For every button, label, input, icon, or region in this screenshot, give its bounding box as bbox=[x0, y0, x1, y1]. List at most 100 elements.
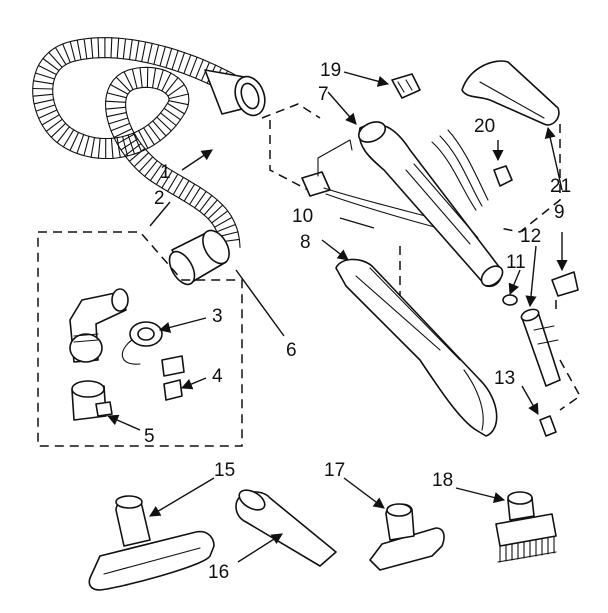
callout-21: 21 bbox=[550, 176, 571, 197]
hose-rib bbox=[171, 49, 179, 71]
hose-rib bbox=[155, 166, 168, 186]
hose-rib bbox=[105, 100, 127, 103]
hose-rib bbox=[62, 129, 75, 148]
hose-rib bbox=[106, 92, 127, 99]
callout-16: 16 bbox=[208, 562, 229, 583]
latch-part bbox=[161, 355, 185, 401]
hose-edge bbox=[32, 37, 244, 249]
callout-6: 6 bbox=[286, 340, 297, 361]
hose-rib bbox=[128, 39, 133, 61]
hose-cuff-bottom bbox=[168, 229, 230, 286]
hose-rib bbox=[90, 37, 94, 59]
callout-labels: 1 2 3 4 5 6 7 8 9 10 11 12 13 15 16 17 1… bbox=[144, 60, 571, 583]
hose-rib bbox=[109, 83, 129, 95]
hose-rib bbox=[83, 38, 88, 60]
hose-rib bbox=[37, 64, 57, 76]
group-2-box bbox=[37, 231, 243, 447]
lower-housing-part bbox=[335, 258, 498, 437]
hose-rib bbox=[116, 37, 120, 59]
hose-rib bbox=[138, 156, 154, 173]
hose-rib bbox=[48, 51, 63, 68]
callout-9: 9 bbox=[554, 202, 565, 223]
hose-rib bbox=[177, 52, 186, 73]
crevice-tool-part bbox=[235, 489, 337, 567]
hose-rib bbox=[160, 112, 177, 127]
hose-rib bbox=[199, 194, 213, 212]
callout-8: 8 bbox=[300, 232, 311, 253]
hose-rib bbox=[133, 152, 150, 168]
hose-rib bbox=[166, 102, 186, 115]
hose-rib bbox=[147, 42, 153, 64]
hose-rib bbox=[156, 69, 164, 90]
callout-12: 12 bbox=[520, 226, 541, 247]
cover-part bbox=[461, 60, 560, 126]
hose-rib bbox=[143, 127, 155, 146]
hose-rib bbox=[115, 76, 131, 93]
callout-2: 2 bbox=[154, 188, 165, 209]
hose-rib bbox=[110, 137, 114, 159]
hose-rib bbox=[122, 38, 127, 60]
hose-rib bbox=[189, 56, 198, 77]
hose-rib bbox=[105, 106, 127, 110]
hose-rib bbox=[214, 216, 233, 228]
hose-rib bbox=[54, 46, 67, 66]
hose-rib bbox=[163, 107, 182, 121]
hose-rib bbox=[151, 67, 157, 89]
hose-rib bbox=[110, 37, 113, 59]
hose-rib bbox=[50, 122, 67, 138]
nut-part bbox=[493, 165, 513, 187]
hose-rib bbox=[56, 126, 70, 144]
hose-rib bbox=[167, 173, 179, 192]
hose-rib bbox=[141, 41, 147, 63]
brush-tool-part bbox=[495, 491, 557, 563]
hose-rib bbox=[183, 54, 192, 75]
hose-rib bbox=[168, 100, 189, 106]
hose-rib bbox=[211, 210, 229, 224]
hose-rib bbox=[172, 176, 184, 196]
hose-rib bbox=[131, 68, 138, 89]
hose-rib bbox=[153, 44, 160, 65]
floor-tool-part bbox=[88, 495, 215, 591]
hose-rib bbox=[183, 183, 196, 202]
hose-rib bbox=[113, 128, 133, 138]
hose-rib bbox=[97, 37, 100, 59]
hose-rib bbox=[152, 120, 167, 137]
hose-rib bbox=[32, 93, 54, 97]
callout-5: 5 bbox=[144, 426, 155, 447]
hose-rib bbox=[149, 163, 163, 182]
clip-part-13 bbox=[539, 415, 557, 437]
hose-rib bbox=[161, 170, 173, 189]
hose-rib bbox=[156, 116, 172, 132]
coupling-part bbox=[71, 380, 113, 421]
hose-rib bbox=[161, 72, 172, 92]
tube-dash bbox=[555, 300, 581, 411]
hose-part bbox=[31, 36, 266, 286]
hose-rib bbox=[41, 114, 60, 126]
hose-rib bbox=[178, 180, 190, 199]
hose-rib bbox=[164, 77, 179, 94]
callout-20: 20 bbox=[474, 116, 495, 137]
upholstery-tool-part bbox=[369, 503, 445, 571]
hose-rib bbox=[45, 118, 63, 132]
hose-rib bbox=[106, 112, 127, 118]
hose-rib bbox=[76, 39, 82, 61]
hose-rib bbox=[69, 41, 76, 62]
hose-rib bbox=[35, 104, 56, 112]
hose-rib bbox=[42, 57, 60, 72]
hose-rib bbox=[32, 80, 54, 85]
leader-lines bbox=[106, 71, 568, 563]
hose-rib bbox=[203, 199, 218, 216]
switch-part bbox=[391, 73, 421, 99]
hose-rib bbox=[76, 134, 85, 154]
callout-19: 19 bbox=[320, 60, 341, 81]
hose-rib bbox=[194, 190, 207, 209]
hose-rib bbox=[116, 133, 136, 145]
hose-rib bbox=[167, 84, 185, 97]
hose-rib bbox=[147, 124, 161, 142]
callout-17: 17 bbox=[324, 460, 345, 481]
hose-rib bbox=[139, 67, 143, 89]
hose-rib bbox=[83, 135, 90, 157]
hose-to-handle-dash bbox=[261, 103, 321, 191]
callout-15: 15 bbox=[214, 460, 235, 481]
